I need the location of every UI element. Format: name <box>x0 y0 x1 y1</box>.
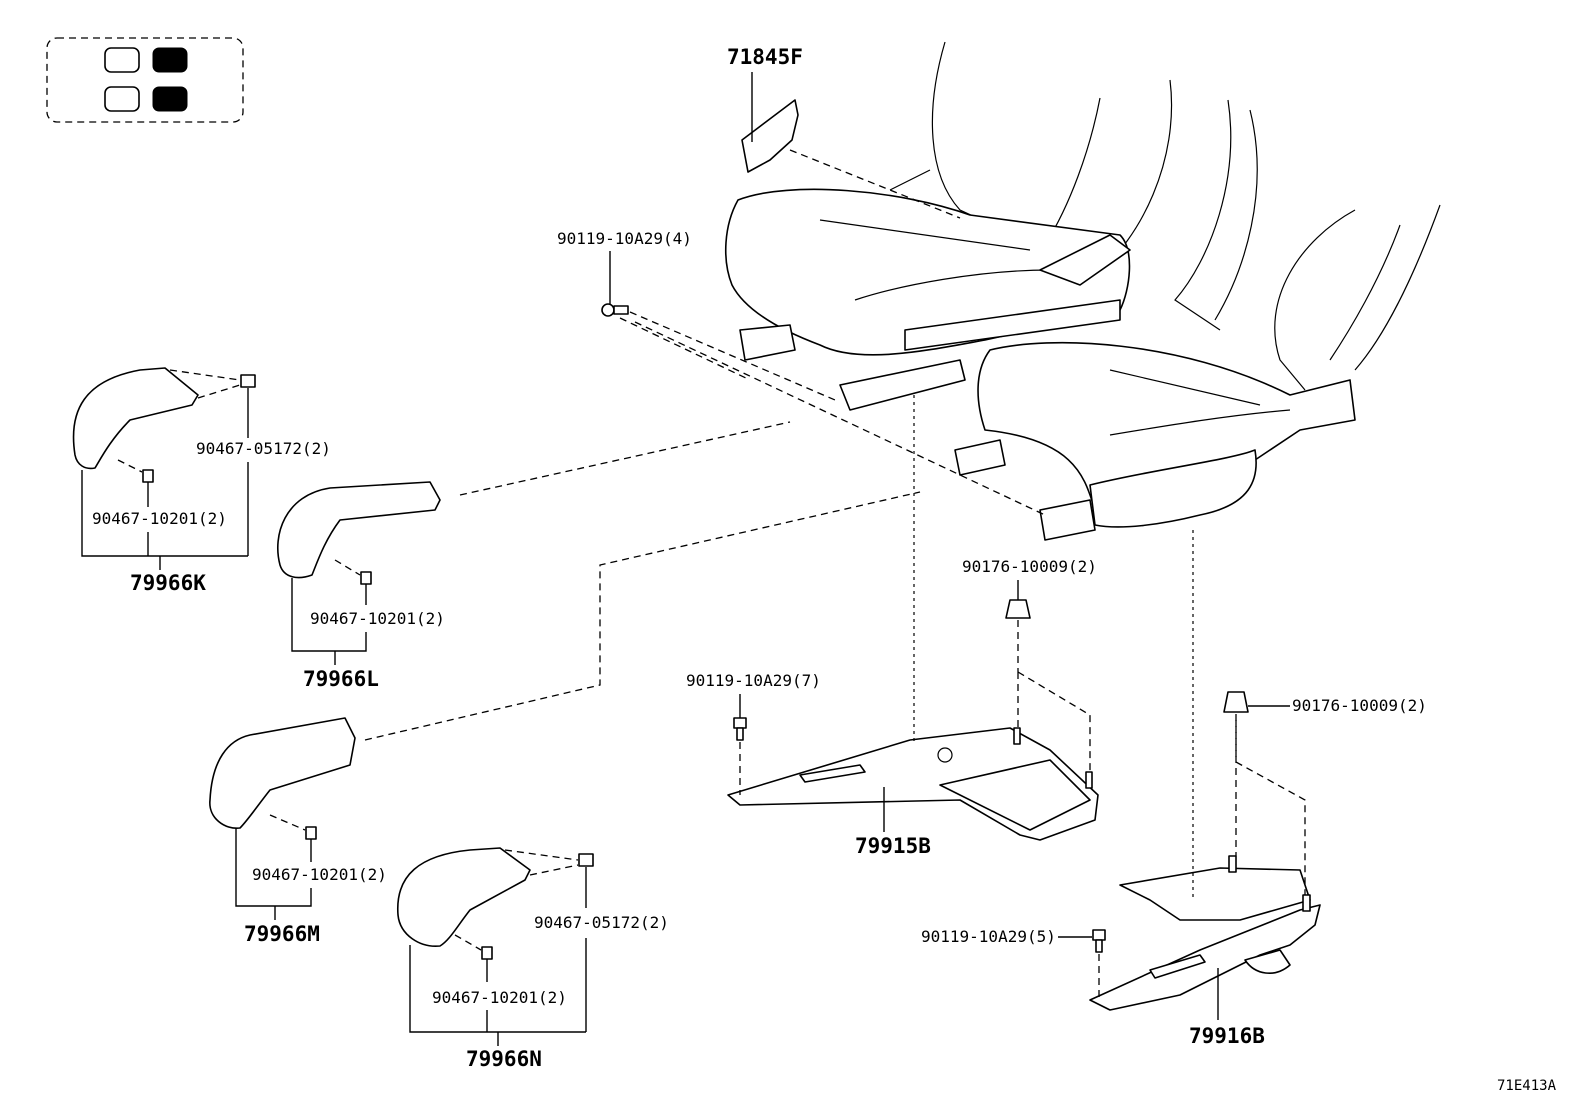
seat-assembly-drawing <box>724 41 1441 541</box>
bolt-icon <box>601 303 629 317</box>
label-90467-10201-b: 90467-10201(2) <box>310 609 445 628</box>
label-79966N: 79966N <box>466 1047 542 1071</box>
legend-seat-outline-icon <box>104 86 140 112</box>
part-79916B-drawing <box>1089 904 1321 1011</box>
dash-79966M-clip <box>269 814 306 831</box>
seat-position-legend <box>46 37 244 123</box>
label-71845F: 71845F <box>727 45 803 69</box>
label-79915B: 79915B <box>855 834 931 858</box>
dash-79966K-top <box>169 369 241 399</box>
label-90119-10A29-7: 90119-10A29(7) <box>686 671 821 690</box>
clip-icon <box>360 571 372 585</box>
legend-seat-filled-icon <box>152 86 188 112</box>
label-90119-10A29-5: 90119-10A29(5) <box>921 927 1056 946</box>
clip-icon <box>578 853 594 867</box>
dash-90119-10A29-4 <box>619 311 1046 516</box>
dash-79916B-pins <box>1235 720 1306 895</box>
dash-79915B-pins <box>1017 671 1091 772</box>
bracket-79966K <box>81 470 248 557</box>
nut-icon <box>1223 691 1249 713</box>
part-79966M-drawing <box>209 717 356 829</box>
dash-79966M <box>364 491 921 741</box>
label-79966M: 79966M <box>244 922 320 946</box>
clip-icon <box>481 946 493 960</box>
label-90467-10201-a: 90467-10201(2) <box>92 509 227 528</box>
part-79966L-drawing <box>276 481 441 579</box>
legend-seat-filled-icon <box>152 47 188 73</box>
bracket-79966L <box>291 578 367 652</box>
label-90467-10201-c: 90467-10201(2) <box>252 865 387 884</box>
bracket-79966M <box>235 828 312 907</box>
label-90467-05172-b: 90467-05172(2) <box>534 913 669 932</box>
part-71845F-drawing <box>741 99 799 173</box>
clip-icon <box>240 374 256 388</box>
dash-79966N-top <box>504 849 579 876</box>
label-90467-10201-d: 90467-10201(2) <box>432 988 567 1007</box>
nut-icon <box>1005 599 1031 619</box>
part-79966N-drawing <box>397 847 531 947</box>
label-79916B: 79916B <box>1189 1024 1265 1048</box>
dash-79966L-clip <box>334 559 361 576</box>
label-90119-10A29-4: 90119-10A29(4) <box>557 229 692 248</box>
diagram-id: 71E413A <box>1497 1078 1557 1094</box>
clip-icon <box>305 826 317 840</box>
dash-79966K-clip <box>117 459 143 473</box>
label-79966K: 79966K <box>130 571 206 595</box>
dash-79966L <box>459 421 791 496</box>
legend-frame <box>46 37 244 123</box>
bolt-icon <box>733 717 747 741</box>
legend-seat-outline-icon <box>104 47 140 73</box>
dash-71845F <box>789 149 961 219</box>
label-79966L: 79966L <box>303 667 379 691</box>
clip-icon <box>142 469 154 483</box>
dash-79966N-clip <box>454 934 482 951</box>
label-90176-10009-b: 90176-10009(2) <box>1292 696 1427 715</box>
bracket-79966N <box>409 945 586 1033</box>
bolt-icon <box>1092 929 1106 953</box>
part-79966K-drawing <box>72 367 199 470</box>
label-90176-10009-a: 90176-10009(2) <box>962 557 1097 576</box>
label-90467-05172-a: 90467-05172(2) <box>196 439 331 458</box>
